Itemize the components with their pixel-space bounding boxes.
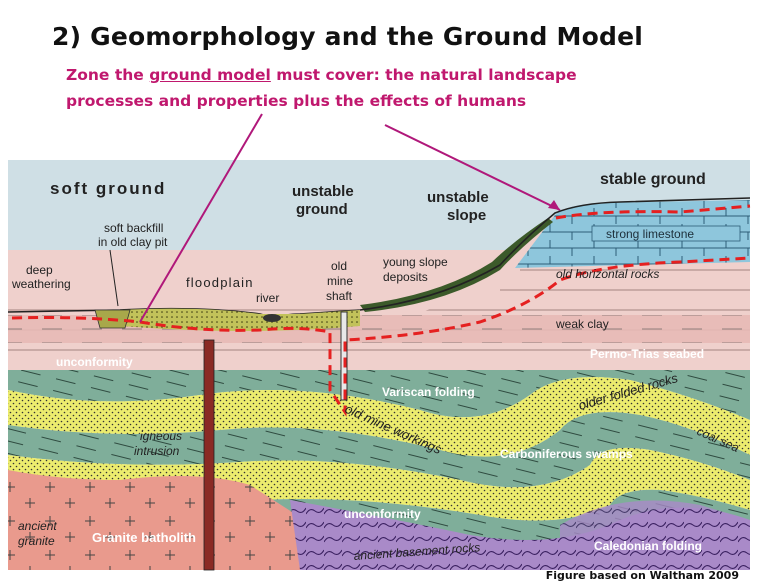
label-unstable-ground-1: unstable [292, 183, 354, 200]
label-old-mine-shaft-2: mine [327, 274, 353, 288]
mine-shaft [341, 312, 347, 400]
label-old-mine-shaft-1: old [331, 259, 347, 273]
figure-credit: Figure based on Waltham 2009 [546, 569, 739, 582]
label-unconformity-upper: unconformity [56, 355, 133, 369]
label-old-mine-shaft-3: shaft [326, 289, 353, 303]
label-soft-ground: soft ground [50, 179, 166, 198]
label-igneous-intrusion-1: igneous [140, 429, 182, 443]
label-ancient-granite-2: granite [18, 534, 55, 548]
label-deep-weathering-1: deep [26, 263, 53, 277]
river-channel [263, 314, 281, 322]
label-strong-limestone: strong limestone [606, 227, 694, 241]
label-young-slope-1: young slope [383, 255, 448, 269]
label-ancient-granite-1: ancient [18, 519, 57, 533]
igneous-dyke [204, 340, 214, 570]
label-unstable-slope-1: unstable [427, 189, 489, 206]
label-soft-backfill-2: in old clay pit [98, 235, 168, 249]
label-weak-clay: weak clay [555, 317, 609, 331]
label-stable-ground: stable ground [600, 171, 706, 188]
label-deep-weathering-2: weathering [11, 277, 71, 291]
label-unconformity-lower: unconformity [344, 507, 421, 521]
label-river: river [256, 291, 279, 305]
label-igneous-intrusion-2: intrusion [134, 444, 180, 458]
label-unstable-ground-2: ground [296, 201, 348, 218]
label-variscan-folding: Variscan folding [382, 385, 475, 399]
label-unstable-slope-2: slope [447, 207, 486, 224]
label-floodplain: floodplain [186, 275, 254, 290]
label-permo-trias: Permo-Trias seabed [590, 347, 704, 361]
label-young-slope-2: deposits [383, 270, 428, 284]
label-granite-batholith: Granite batholith [92, 530, 196, 545]
label-soft-backfill-1: soft backfill [104, 221, 163, 235]
label-old-horizontal-rocks: old horizontal rocks [556, 267, 659, 281]
label-carboniferous-swamps: Carboniferous swamps [500, 447, 633, 461]
label-caledonian-folding: Caledonian folding [594, 539, 702, 553]
